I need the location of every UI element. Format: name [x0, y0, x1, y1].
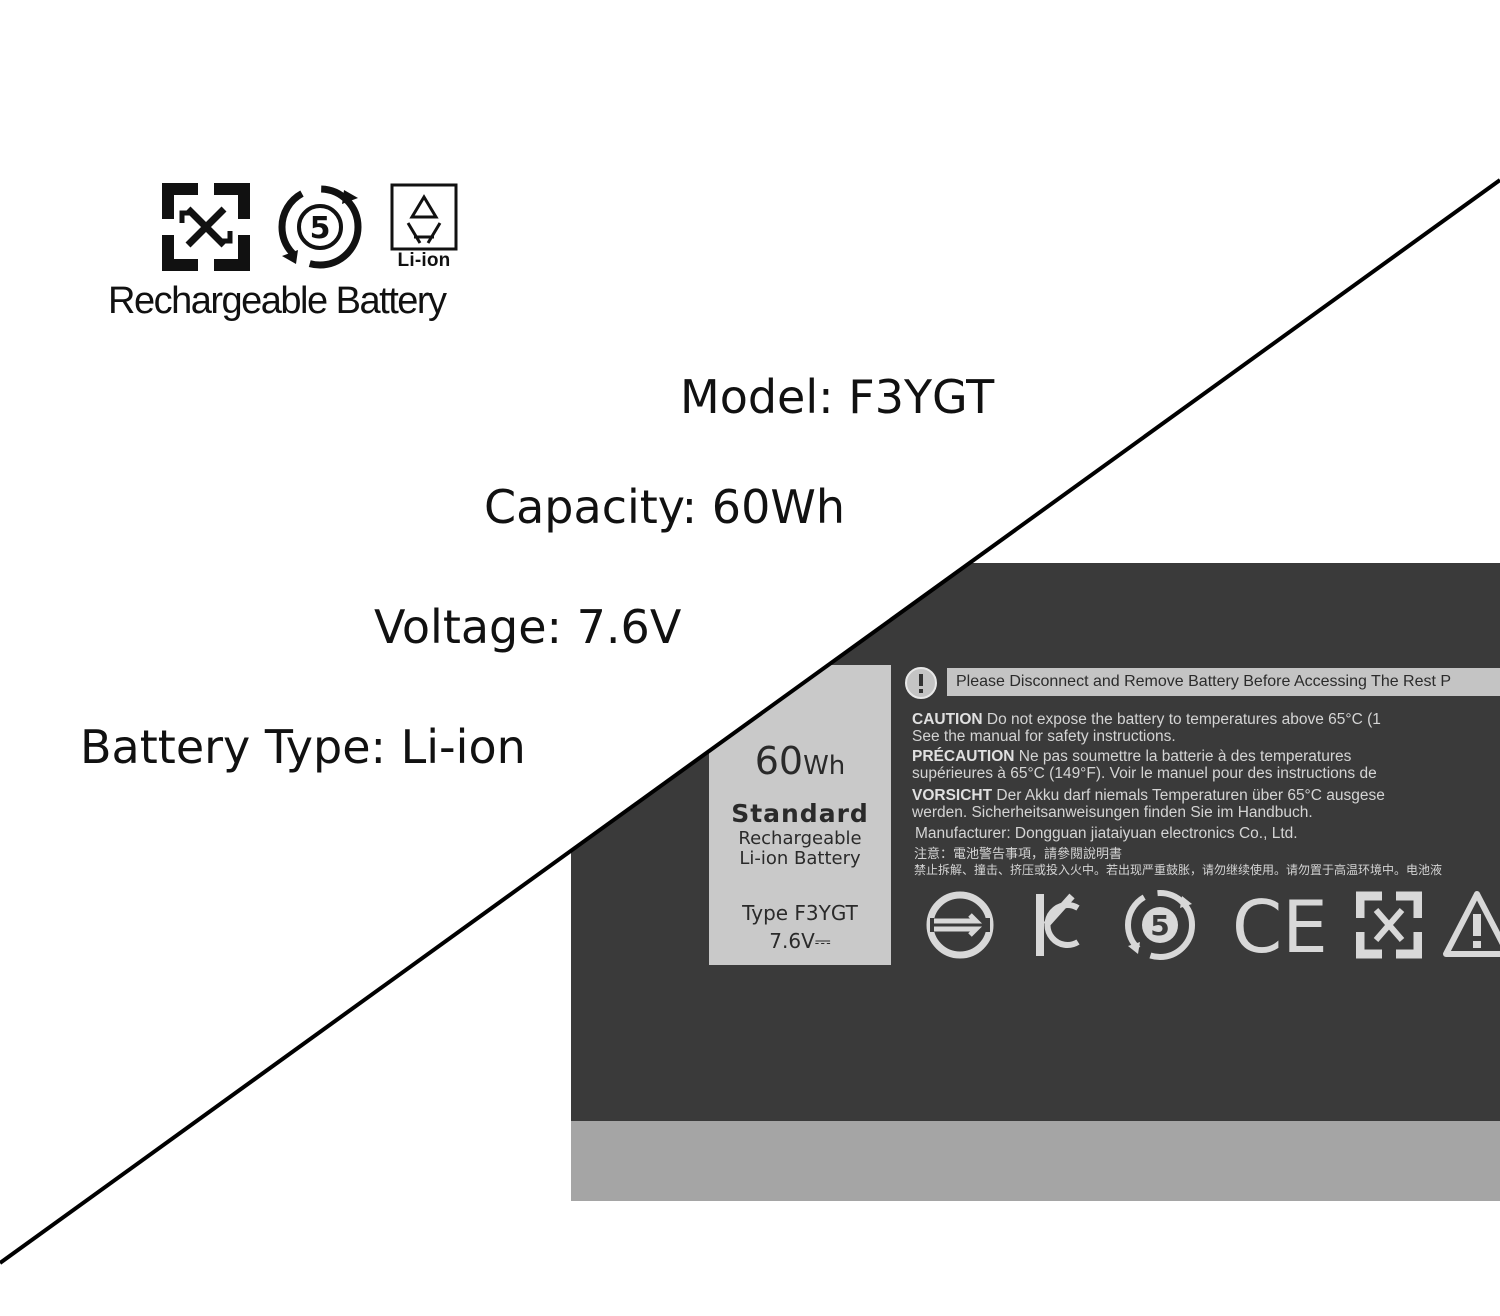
manufacturer-line: Manufacturer: Dongguan jiataiyuan electr…	[915, 825, 1298, 842]
precaution-title: PRÉCAUTION	[912, 748, 1015, 765]
svg-text:5: 5	[310, 211, 331, 246]
danger-triangle-icon	[1443, 891, 1500, 957]
battery-edge	[571, 1121, 1500, 1201]
kc-icon	[1036, 893, 1080, 956]
chinese-warning-2: 禁止拆解、撞击、挤压或投入火中。若出现严重鼓胀，请勿继续使用。请勿置于高温环境中…	[914, 863, 1443, 877]
caution-text: Do not expose the battery to temperature…	[986, 711, 1381, 728]
sticker-liion: Li-ion Battery	[739, 848, 861, 869]
spec-capacity: Capacity: 60Wh	[484, 480, 845, 534]
sticker-voltage: 7.6V⎓	[769, 929, 831, 953]
vorsicht-title: VORSICHT	[912, 787, 993, 804]
liion-recycle-icon	[390, 183, 458, 251]
precaution-text-2: supérieures à 65°C (149°F). Voir le manu…	[912, 765, 1377, 782]
vorsicht-line: VORSICHT Der Akku darf niemals Temperatu…	[912, 787, 1385, 804]
epa5-number: 5	[1150, 909, 1169, 942]
spec-model: Model: F3YGT	[680, 370, 995, 424]
rechargeable-heading: Rechargeable Battery	[108, 280, 447, 322]
sticker-capacity: 60Wh	[709, 739, 891, 783]
ce-text: CE	[1232, 888, 1326, 962]
sticker-rechargeable: Rechargeable	[738, 828, 862, 849]
vorsicht-text-2: werden. Sicherheitsanweisungen finden Si…	[912, 804, 1313, 821]
precaution-line: PRÉCAUTION Ne pas soumettre la batterie …	[912, 748, 1351, 765]
vorsicht-text: Der Akku darf niemals Temperaturen über …	[996, 787, 1385, 804]
mobius-square-icon	[162, 183, 250, 271]
warning-bar: Please Disconnect and Remove Battery Bef…	[947, 668, 1500, 696]
circle-5-icon: 5	[278, 185, 362, 269]
spec-voltage: Voltage: 7.6V	[374, 600, 682, 654]
liion-icon-label: Li-ion	[397, 250, 451, 271]
sticker-standard: Standard	[731, 799, 869, 828]
warning-icon	[905, 667, 937, 699]
battery-sticker: 60Wh Standard Rechargeable Li-ion Batter…	[709, 665, 891, 965]
sticker-capacity-unit: Wh	[803, 751, 846, 781]
sticker-capacity-value: 60	[754, 739, 804, 783]
mobius-square-icon	[1356, 890, 1422, 960]
epa5-icon: 5	[1125, 890, 1195, 960]
sticker-type: Type F3YGT	[742, 901, 858, 925]
chinese-warning-1: 注意：電池警告事項，請參閱說明書	[914, 846, 1123, 861]
precaution-text: Ne pas soumettre la batterie à des tempe…	[1018, 748, 1352, 765]
spec-battery-type: Battery Type: Li-ion	[80, 720, 526, 774]
ce-icon: CE	[1232, 888, 1326, 962]
caution-title: CAUTION	[912, 711, 983, 728]
caution-text-2: See the manual for safety instructions.	[912, 728, 1176, 745]
weee-icon	[926, 891, 994, 959]
caution-line: CAUTION Do not expose the battery to tem…	[912, 711, 1381, 728]
